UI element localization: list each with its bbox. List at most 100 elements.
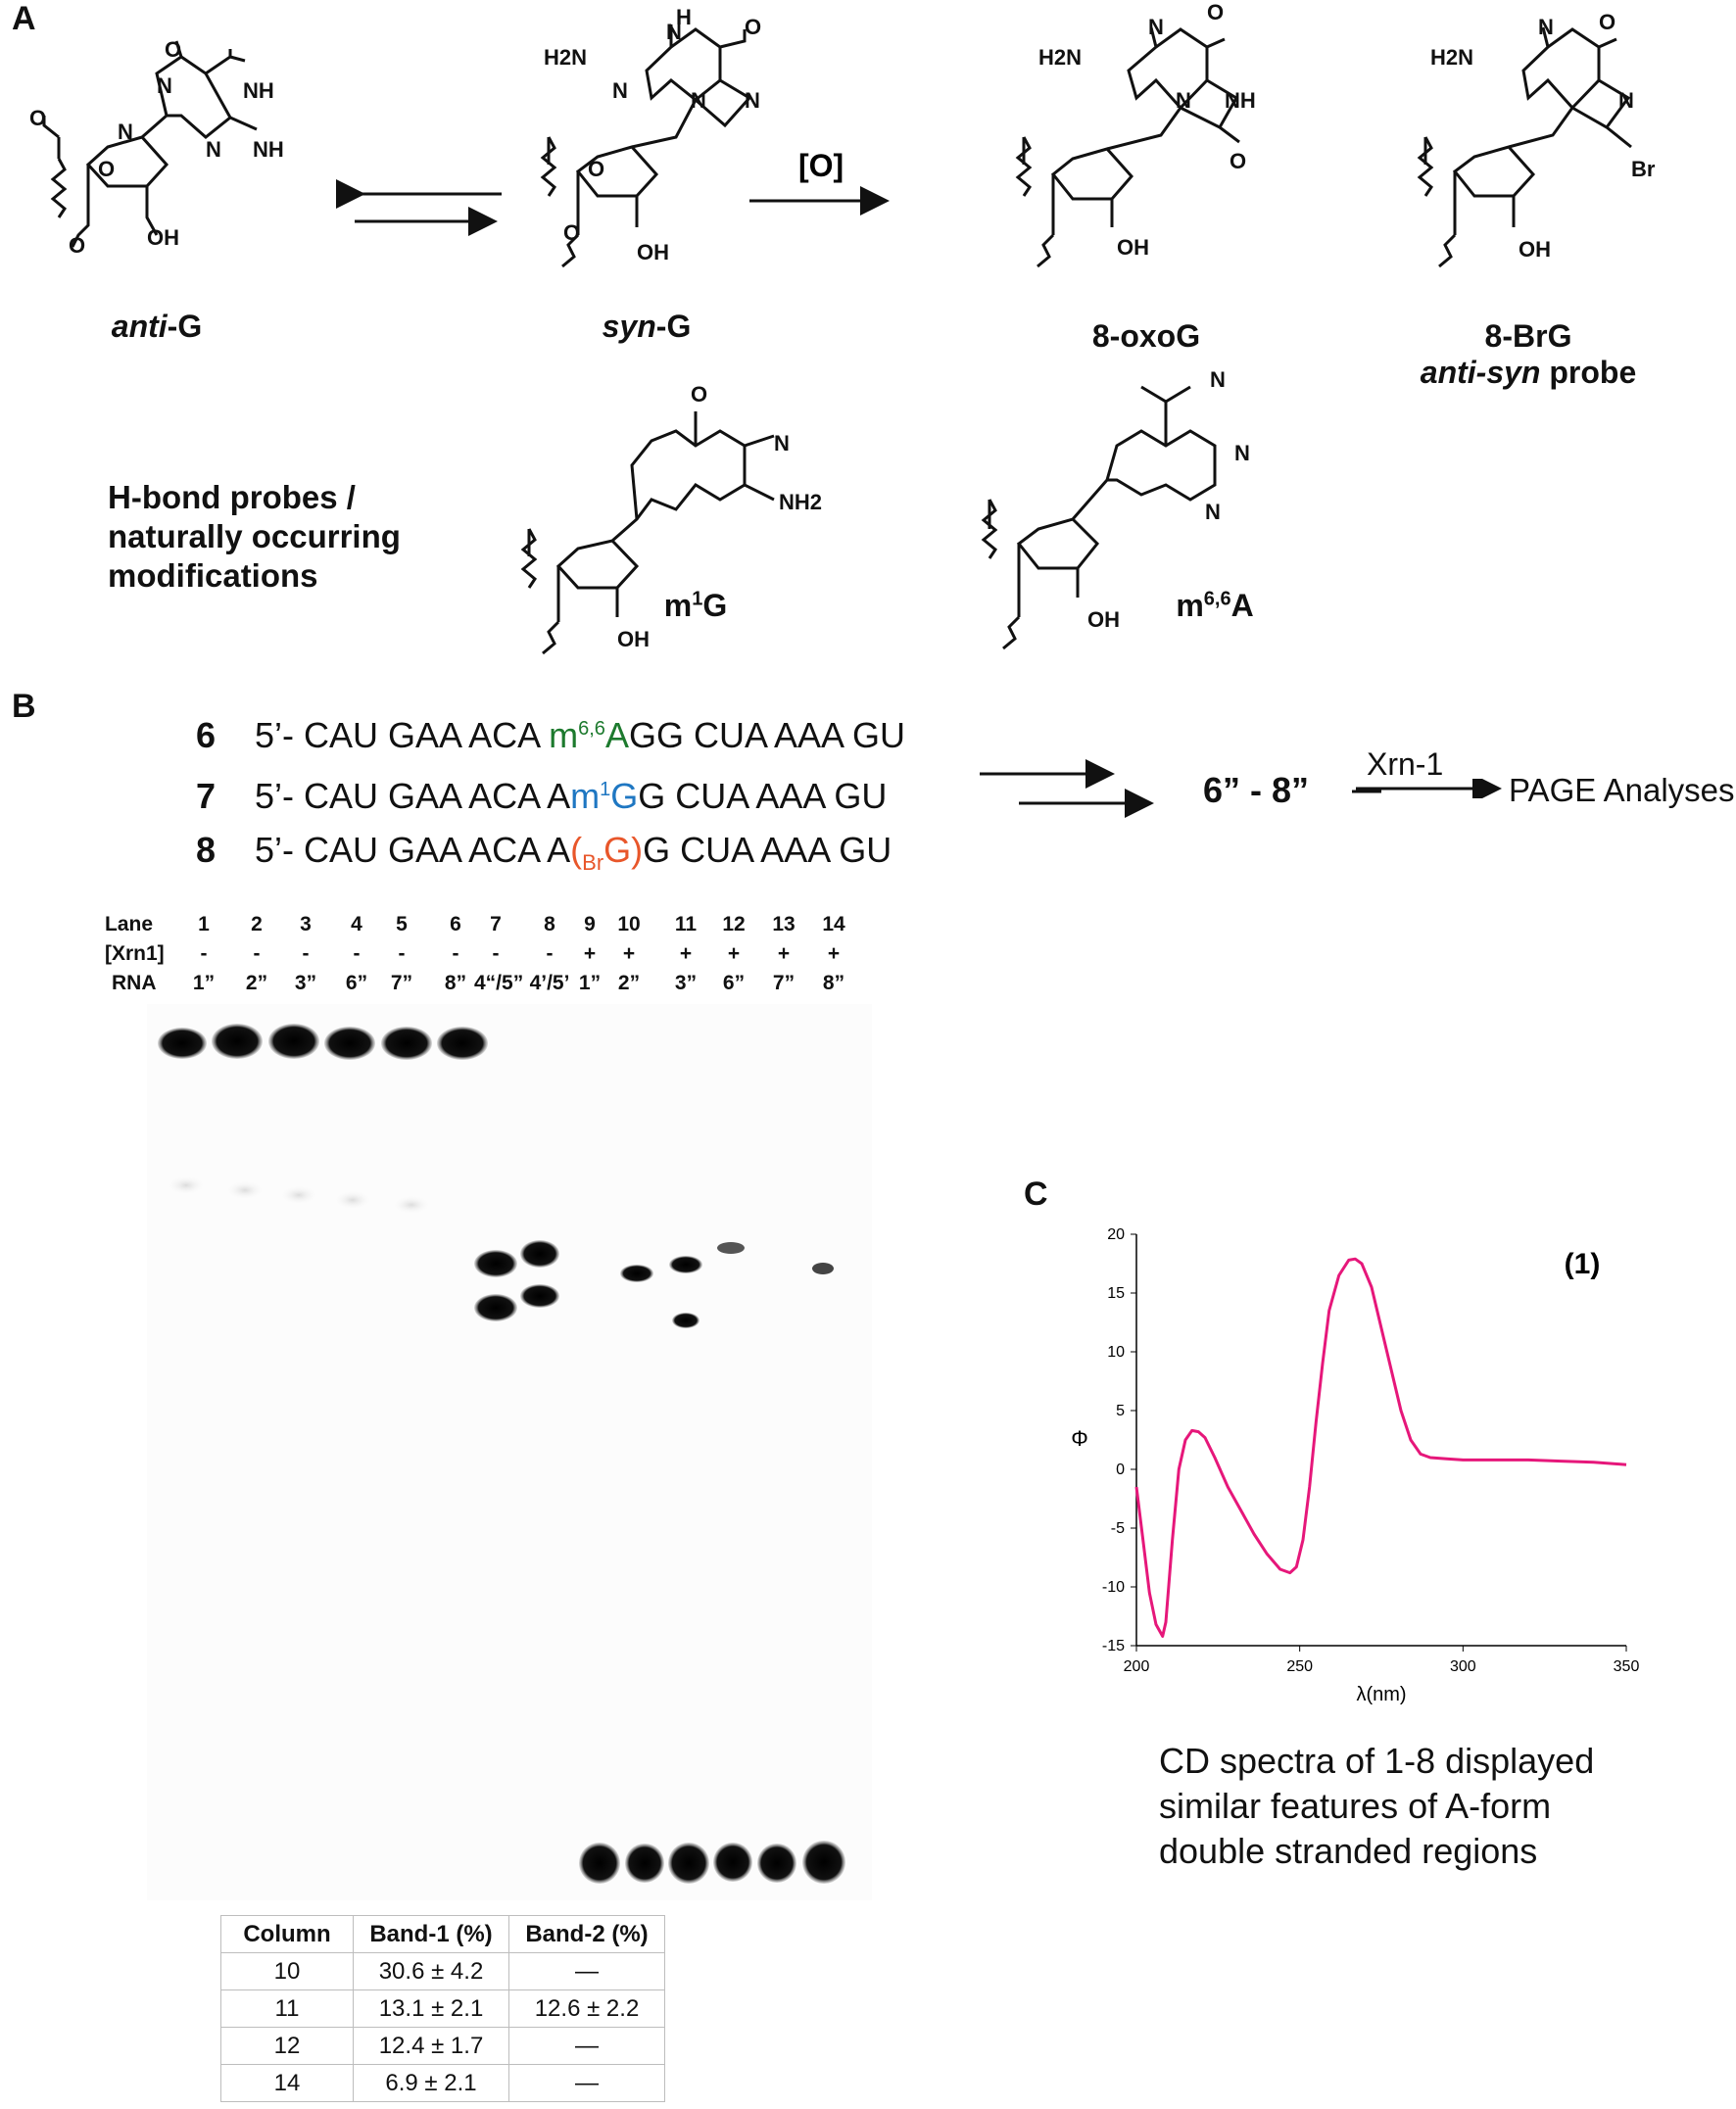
svg-text:N: N [157, 73, 172, 98]
gel-lane-number: 11 [674, 913, 698, 935]
svg-text:H2N: H2N [1430, 45, 1473, 70]
svg-text:N: N [118, 120, 133, 144]
gel-xrn1-mark: - [398, 942, 406, 965]
m1g-structure [520, 411, 775, 655]
svg-text:O: O [1599, 10, 1615, 34]
svg-text:O: O [69, 233, 85, 258]
svg-text:O: O [98, 157, 115, 181]
brg-structure [1417, 26, 1632, 268]
panel-c-letter: C [1024, 1175, 1048, 1213]
svg-text:O: O [563, 220, 580, 245]
gel-band [669, 1256, 702, 1273]
svg-text:NH2: NH2 [779, 490, 822, 514]
gel-lane-number: 7 [490, 913, 502, 935]
gel-band [212, 1024, 263, 1059]
x-tick-label: 300 [1450, 1658, 1476, 1675]
cd-caption: CD spectra of 1-8 displayed similar feat… [1159, 1741, 1595, 1871]
gel-band [802, 1841, 845, 1884]
svg-text:O: O [165, 37, 181, 62]
table-cell: 14 [220, 2064, 354, 2102]
svg-text:O: O [1207, 0, 1224, 24]
svg-text:N: N [1234, 441, 1250, 465]
gel-band [158, 1028, 207, 1059]
svg-text:N: N [1205, 500, 1221, 524]
gel-band [520, 1284, 559, 1308]
anti-g-label: anti-G [111, 309, 203, 344]
svg-text:NH: NH [253, 137, 284, 162]
table-cell: 11 [220, 1989, 354, 2028]
gel-band [672, 1313, 699, 1328]
oxog-label: 8-oxoG [1091, 318, 1201, 354]
y-tick-label: -15 [1102, 1638, 1125, 1654]
analysis-label: PAGE Analyses [1509, 772, 1735, 808]
table-cell: — [508, 2027, 665, 2065]
gel-band [620, 1265, 653, 1282]
gel-rna-label: 7” [390, 972, 413, 994]
gel-band [437, 1027, 488, 1060]
gel-xrn1-mark: + [583, 942, 597, 965]
enzyme-label: Xrn-1 [1367, 746, 1444, 782]
y-tick-label: 0 [1116, 1462, 1125, 1478]
gel-lane-number: 8 [544, 913, 555, 935]
gel-band [625, 1844, 664, 1883]
svg-text:N: N [774, 431, 790, 455]
cd-series-line [1134, 1257, 1627, 1638]
m66a-structure [981, 385, 1217, 650]
gel-lane-number: 9 [584, 913, 596, 935]
gel-xrn1-mark: - [546, 942, 554, 965]
brg-label: 8-BrG anti-syn probe [1420, 318, 1637, 390]
x-axis-label: λ(nm) [1356, 1684, 1406, 1705]
table-header-cell: Column [220, 1915, 354, 1953]
gel-band [474, 1250, 517, 1277]
gel-xrn1-mark: - [200, 942, 208, 965]
svg-text:OH: OH [147, 225, 179, 250]
svg-text:O: O [691, 382, 707, 407]
svg-text:H2N: H2N [544, 45, 587, 70]
gel-rna-label: 3” [294, 972, 317, 994]
gel-lane-number: 6 [450, 913, 461, 935]
gel-band [579, 1843, 620, 1884]
gel-band [324, 1027, 375, 1060]
svg-text:N: N [1538, 15, 1554, 39]
gel-band [381, 1027, 432, 1060]
gel-rna-label: 6” [722, 972, 746, 994]
probe-description: H-bond probes / naturally occurring modi… [108, 479, 401, 594]
table-cell: — [508, 1952, 665, 1990]
oxog-structure [1015, 26, 1240, 268]
gel-lane-number: 10 [617, 913, 641, 935]
gel-band [812, 1263, 834, 1274]
gel-lane-number: 2 [251, 913, 263, 935]
gel-rna-label: 2” [617, 972, 641, 994]
gel-band [717, 1242, 745, 1254]
svg-text:Br: Br [1631, 157, 1656, 181]
gel-xrn1-mark: + [622, 942, 636, 965]
table-cell: 12.6 ± 2.2 [508, 1989, 665, 2028]
svg-text:O: O [745, 15, 761, 39]
gel-lane-number: 1 [198, 913, 210, 935]
x-tick-label: 250 [1286, 1658, 1313, 1675]
gel-row-label-lane: Lane [105, 913, 154, 935]
m66a-label: m6,6A [1176, 588, 1254, 623]
gel-rna-label: 8” [822, 972, 845, 994]
table-header-cell: Band-2 (%) [508, 1915, 665, 1953]
gel-rna-label: 7” [772, 972, 796, 994]
table-cell: 30.6 ± 4.2 [353, 1952, 509, 1990]
gel-lane-header: 1-1”2-2”3-3”4-6”5-7”6-8”7-4“/5”8-4’/5’9+… [0, 913, 1736, 1011]
svg-text:N: N [666, 20, 682, 44]
table-cell: — [508, 2064, 665, 2102]
panel-a-letter: A [12, 0, 36, 37]
svg-text:N: N [1210, 367, 1226, 392]
table-cell: 13.1 ± 2.1 [353, 1989, 509, 2028]
anti-g-structure [42, 40, 258, 248]
gel-lane-number: 12 [722, 913, 746, 935]
svg-text:N: N [691, 88, 706, 113]
gel-lane-number: 4 [351, 913, 362, 935]
gel-rna-label: 4’/5’ [529, 972, 570, 994]
